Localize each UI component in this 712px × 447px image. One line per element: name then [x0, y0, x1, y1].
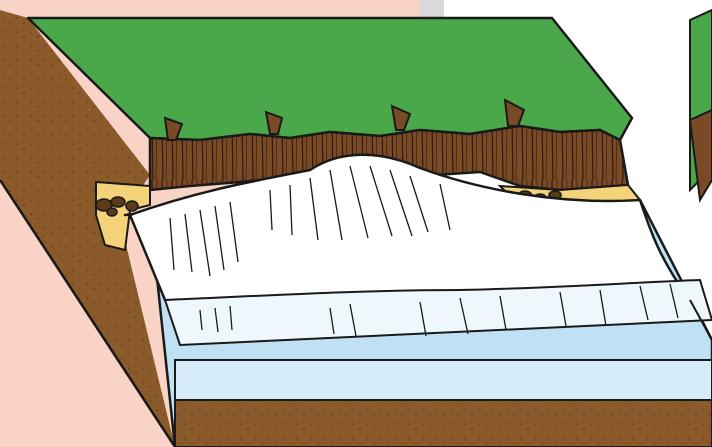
- bedrock-base: [175, 400, 712, 447]
- second-panel-sliver: [690, 10, 712, 200]
- sea-front-face: [175, 360, 712, 400]
